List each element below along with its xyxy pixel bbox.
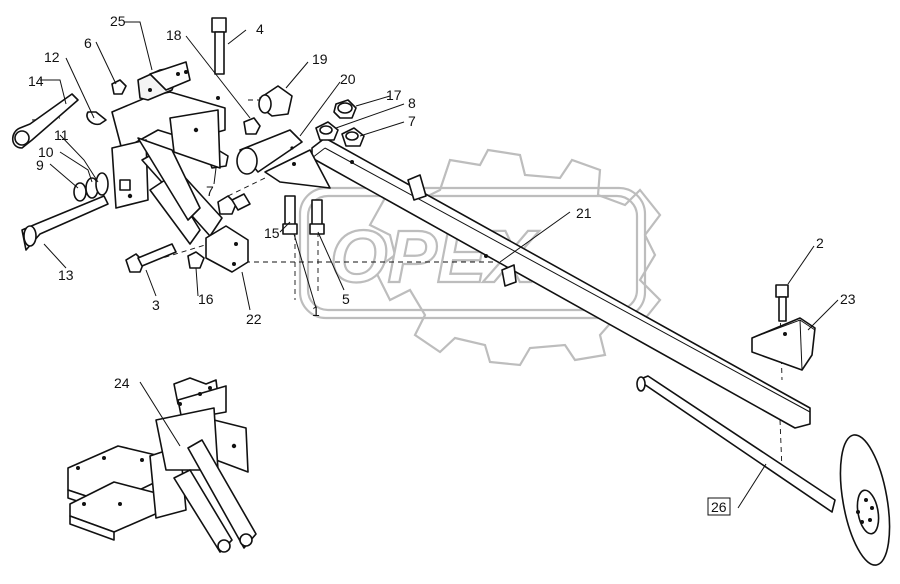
lynch-pin-14 bbox=[11, 93, 79, 149]
callout-13: 13 bbox=[58, 267, 74, 283]
callout-24: 24 bbox=[114, 375, 130, 391]
callout-23: 23 bbox=[840, 291, 856, 307]
callout-22: 22 bbox=[246, 311, 262, 327]
callout-26-box bbox=[707, 497, 731, 516]
callout-18: 18 bbox=[166, 27, 182, 43]
callout-10: 10 bbox=[38, 144, 54, 160]
clevis-22 bbox=[205, 225, 249, 273]
callout-14: 14 bbox=[28, 73, 44, 89]
callout-1: 1 bbox=[312, 303, 320, 319]
leader-lines bbox=[40, 21, 839, 509]
nut-8 bbox=[315, 121, 339, 141]
callout-21: 21 bbox=[576, 205, 592, 221]
callout-2: 2 bbox=[816, 235, 824, 251]
disc-axle bbox=[636, 375, 891, 566]
bolt-15 bbox=[282, 195, 298, 235]
inset-bracket-assembly bbox=[67, 377, 257, 553]
bolt-3 bbox=[125, 243, 177, 273]
nut-18 bbox=[243, 117, 261, 135]
bolt-5 bbox=[309, 199, 325, 235]
callout-15: 15 bbox=[264, 225, 280, 241]
bolt-2 bbox=[775, 284, 789, 322]
link-arms bbox=[137, 137, 223, 245]
nut-17 bbox=[333, 99, 357, 119]
callout-labels: 1 2 3 4 5 6 7 7 8 9 10 11 12 13 14 15 16… bbox=[28, 13, 856, 516]
callout-19: 19 bbox=[312, 51, 328, 67]
nut-7-right bbox=[341, 127, 365, 147]
callout-26: 26 bbox=[711, 499, 727, 515]
pin-13 bbox=[21, 195, 109, 251]
upright-plate bbox=[111, 139, 149, 209]
clip-12 bbox=[86, 111, 107, 126]
sleeve-bracket bbox=[236, 129, 331, 189]
callout-16: 16 bbox=[198, 291, 214, 307]
clamp-block bbox=[751, 317, 816, 371]
rubber-cap bbox=[258, 85, 293, 117]
washer-set bbox=[73, 172, 109, 202]
callout-17: 17 bbox=[386, 87, 402, 103]
callout-5: 5 bbox=[342, 291, 350, 307]
callout-11: 11 bbox=[54, 127, 69, 143]
bolt-4 bbox=[211, 17, 227, 75]
callout-25: 25 bbox=[110, 13, 126, 29]
mount-bracket bbox=[111, 61, 226, 169]
nut-6 bbox=[111, 79, 127, 95]
callout-4: 4 bbox=[256, 21, 264, 37]
callout-6: 6 bbox=[84, 35, 92, 51]
callout-20: 20 bbox=[340, 71, 356, 87]
callout-7-right: 7 bbox=[408, 113, 416, 129]
callout-7-left: 7 bbox=[206, 183, 214, 199]
callout-12: 12 bbox=[44, 49, 60, 65]
callout-3: 3 bbox=[152, 297, 160, 313]
callout-8: 8 bbox=[408, 95, 416, 111]
small-bracket bbox=[231, 193, 251, 211]
nut-16 bbox=[187, 251, 205, 269]
callout-9: 9 bbox=[36, 157, 44, 173]
